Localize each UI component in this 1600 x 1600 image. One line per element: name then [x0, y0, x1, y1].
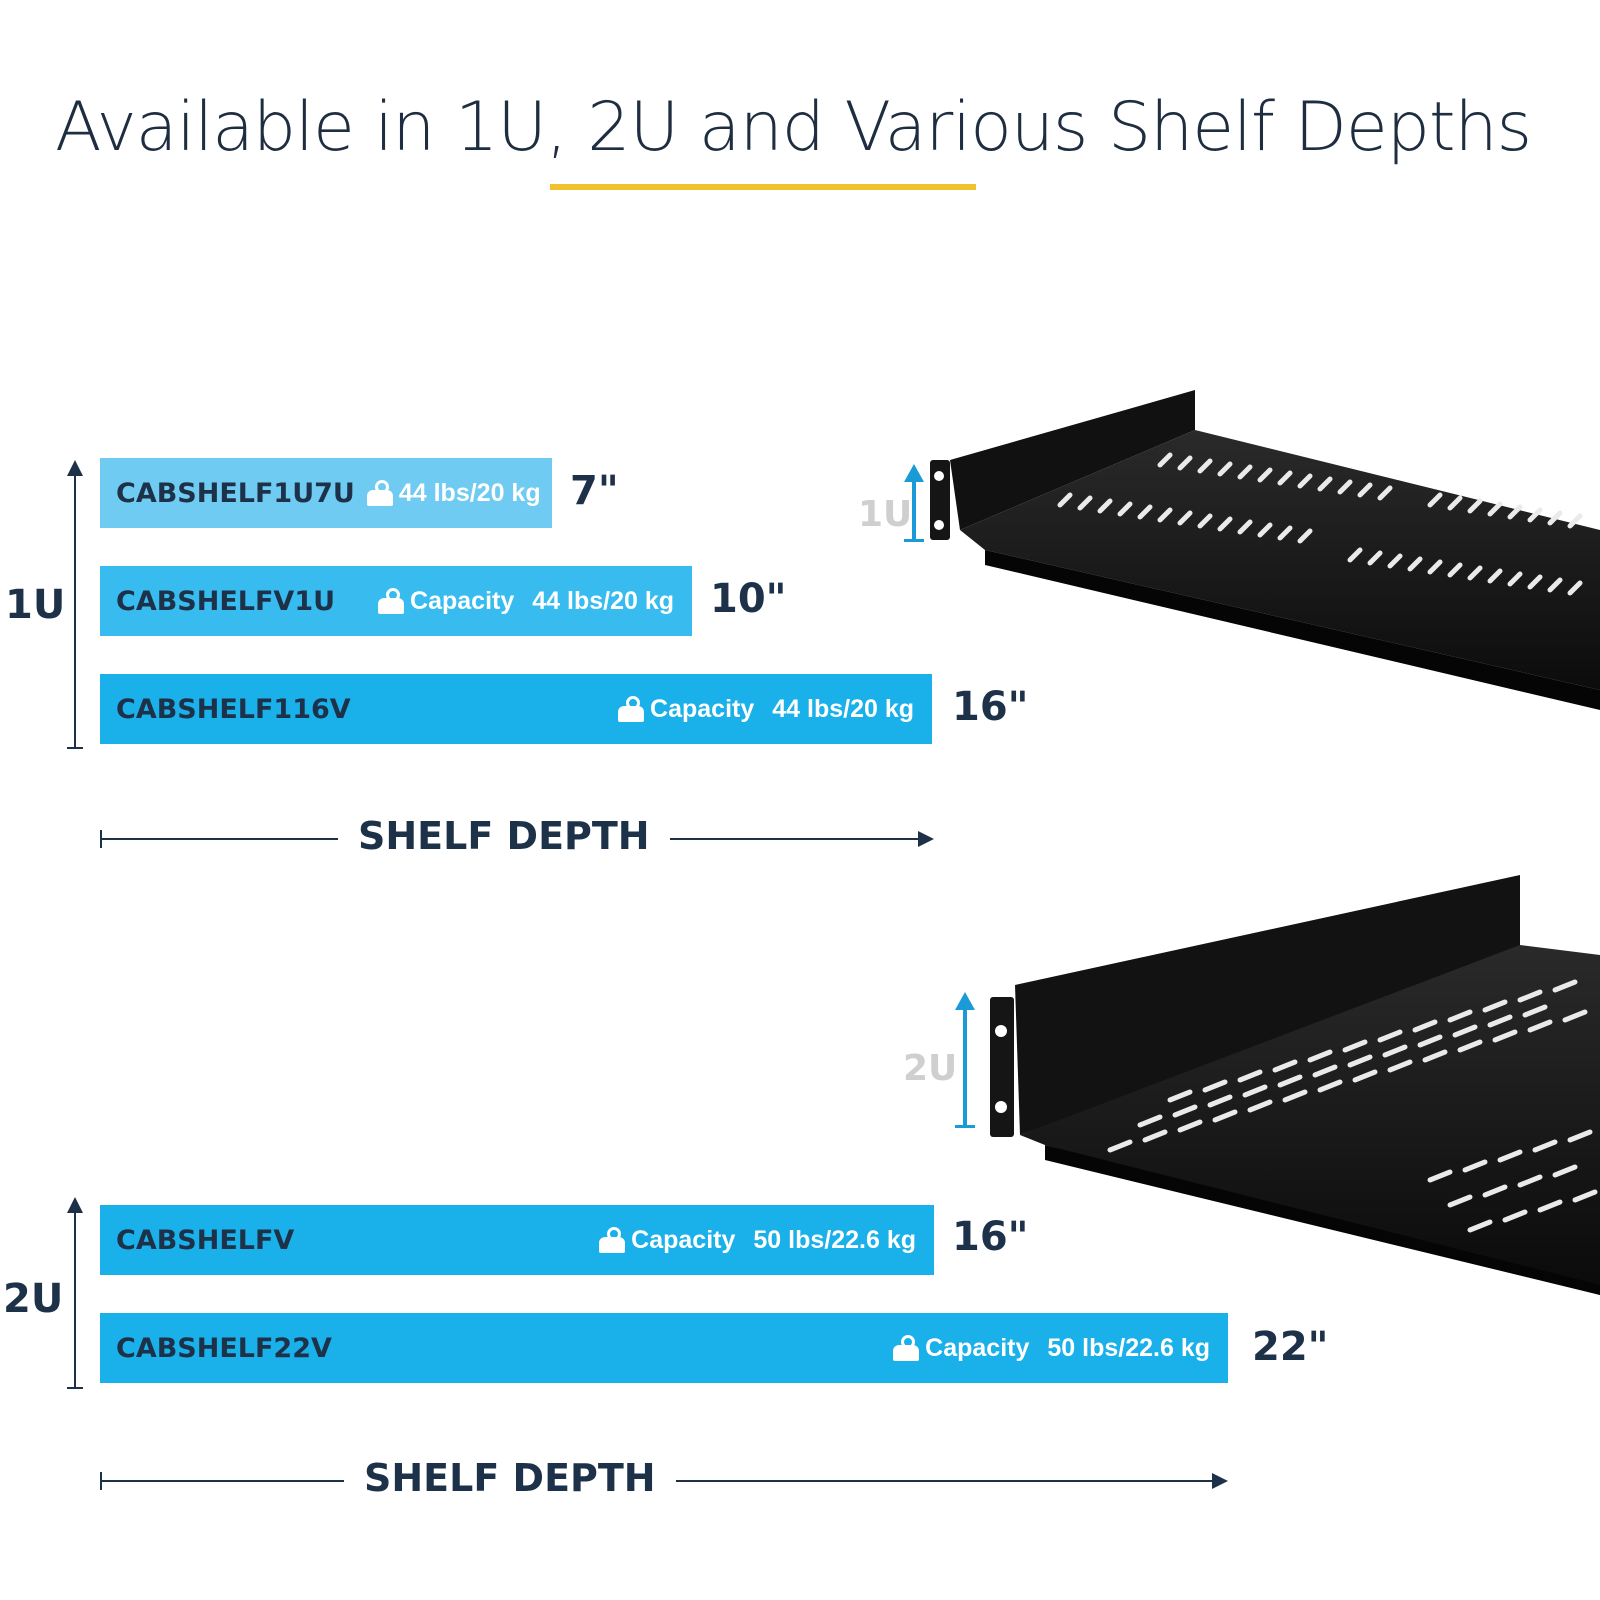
capacity-value: 50 lbs/22.6 kg — [753, 1225, 916, 1254]
product-bar-cabshelf1u7u: CABSHELF1U7U 44 lbs/20 kg — [100, 458, 552, 528]
weight-icon — [366, 480, 393, 506]
depth-label: 7" — [570, 468, 619, 514]
shelf-depth-label-2u: SHELF DEPTH — [344, 1456, 676, 1500]
group-1u-label: 1U — [5, 582, 66, 628]
depth-label: 16" — [952, 684, 1029, 730]
group-2u-label: 2U — [3, 1276, 64, 1322]
shelf-1u-height-label: 1U — [858, 494, 913, 535]
weight-icon — [599, 1227, 626, 1253]
capacity-value: 50 lbs/22.6 kg — [1047, 1333, 1210, 1362]
capacity-label: Capacity — [650, 694, 755, 723]
weight-icon — [893, 1335, 920, 1361]
group-1u-height-axis — [67, 460, 83, 749]
product-code: CABSHELF116V — [116, 693, 351, 725]
capacity-info: Capacity 44 lbs/20 kg — [378, 587, 674, 616]
capacity-info: Capacity 50 lbs/22.6 kg — [893, 1334, 1210, 1363]
product-bar-cabshelfv: CABSHELFV Capacity 50 lbs/22.6 kg — [100, 1205, 934, 1275]
product-code: CABSHELFV1U — [116, 585, 336, 617]
capacity-label: Capacity — [410, 586, 515, 615]
weight-icon — [618, 696, 645, 722]
capacity-value: 44 lbs/20 kg — [398, 478, 541, 507]
depth-label: 16" — [952, 1214, 1029, 1260]
capacity-label: Capacity — [631, 1225, 736, 1254]
weight-icon — [378, 588, 405, 614]
capacity-info: 44 lbs/20 kg — [366, 478, 541, 508]
capacity-value: 44 lbs/20 kg — [532, 586, 674, 615]
product-code: CABSHELFV — [116, 1224, 295, 1256]
shelf-depth-label-1u: SHELF DEPTH — [338, 814, 670, 858]
product-code: CABSHELF1U7U — [116, 477, 355, 509]
depth-label: 10" — [710, 576, 787, 622]
blue-up-arrow-icon — [955, 992, 975, 1128]
title-underline — [550, 184, 976, 190]
shelf-2u-image — [990, 875, 1600, 1295]
capacity-info: Capacity 44 lbs/20 kg — [618, 695, 914, 724]
blue-up-arrow-icon — [904, 464, 924, 542]
product-code: CABSHELF22V — [116, 1332, 332, 1364]
depth-label: 22" — [1252, 1324, 1329, 1370]
capacity-label: Capacity — [925, 1333, 1030, 1362]
product-bar-cabshelf22v: CABSHELF22V Capacity 50 lbs/22.6 kg — [100, 1313, 1228, 1383]
capacity-info: Capacity 50 lbs/22.6 kg — [599, 1226, 916, 1255]
shelf-1u-image — [930, 390, 1600, 710]
shelf-2u-height-label: 2U — [903, 1048, 958, 1089]
capacity-value: 44 lbs/20 kg — [772, 694, 914, 723]
group-2u-height-axis — [67, 1197, 83, 1389]
product-bar-cabshelf116v: CABSHELF116V Capacity 44 lbs/20 kg — [100, 674, 932, 744]
page-title: Available in 1U, 2U and Various Shelf De… — [55, 88, 1532, 167]
product-bar-cabshelfv1u: CABSHELFV1U Capacity 44 lbs/20 kg — [100, 566, 692, 636]
